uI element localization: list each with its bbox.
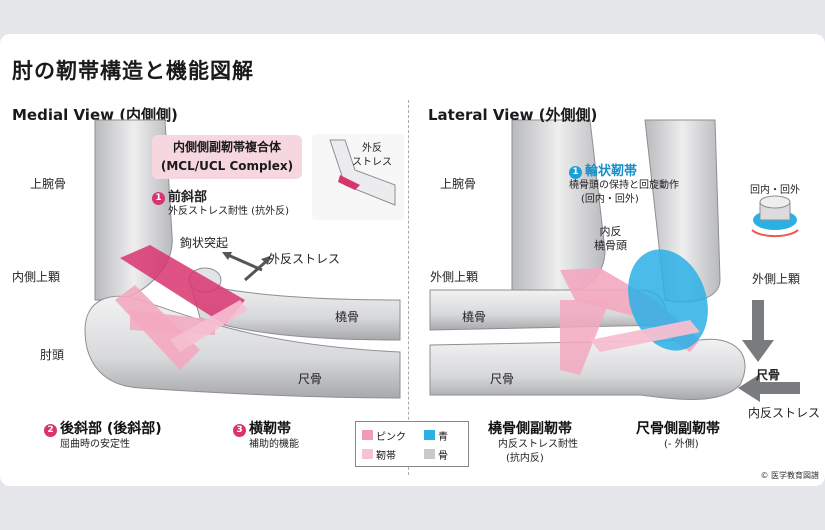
anterior-oblique-ligament bbox=[120, 245, 245, 325]
ucl-name: 尺骨側副靭帯 bbox=[636, 421, 720, 437]
legend-swatch bbox=[362, 430, 373, 440]
legend: ピンク 青 靭帯 骨 bbox=[355, 421, 469, 467]
annular-desc: 橈骨頭の保持と回旋動作 bbox=[569, 180, 679, 191]
copyright: © 医学教育図譜 bbox=[760, 471, 819, 480]
lateral-ulna-label-right: 尺骨 bbox=[756, 368, 781, 382]
lateral-radius-label: 橈骨 bbox=[462, 310, 487, 324]
valgus-stress-arrow bbox=[222, 252, 271, 282]
lateral-humerus-label: 上腕骨 bbox=[440, 177, 477, 191]
annular-name: 輪状靭帯 bbox=[585, 164, 638, 179]
legend-label: 骨 bbox=[438, 451, 448, 462]
number-badge: 2 bbox=[44, 424, 57, 437]
page-title: 肘の靭帯構造と機能図解 bbox=[12, 59, 254, 83]
view-divider bbox=[408, 100, 409, 475]
legend-label: 靭帯 bbox=[376, 451, 396, 462]
lateral-epicondyle-label-left: 外側上顆 bbox=[430, 270, 479, 284]
mcl-complex-callout: 内側側副靭帯複合体 (MCL/UCL Complex) bbox=[152, 135, 302, 179]
callout-title: 内側側副靭帯複合体 bbox=[172, 140, 281, 154]
varus-stress-label: 内反ストレス bbox=[748, 406, 821, 420]
ucl-desc: (- 外側) bbox=[664, 439, 699, 450]
anterior-oblique-name: 前斜部 bbox=[168, 190, 208, 205]
rcl-name: 橈骨側副靭帯 bbox=[488, 421, 572, 437]
rcl-desc: 内反ストレス耐性 bbox=[498, 439, 578, 450]
transverse-ligament bbox=[170, 300, 248, 352]
valgus-stress-label: 外反ストレス bbox=[268, 252, 341, 266]
legend-label: 青 bbox=[438, 432, 448, 443]
anterior-oblique-desc: 外反ストレス耐性 (抗外反) bbox=[168, 206, 289, 217]
ucl-callout: 尺骨側副靭帯 (- 外側) bbox=[636, 418, 720, 452]
posterior-oblique-name: 後斜部 (後斜部) bbox=[60, 421, 162, 437]
lateral-epicondyle-label-right: 外側上顆 bbox=[752, 272, 801, 286]
olecranon-label: 肘頭 bbox=[40, 348, 65, 362]
medial-humerus-label: 上腕骨 bbox=[30, 177, 67, 191]
rotation-icon bbox=[751, 195, 799, 238]
transverse-name: 横靭帯 bbox=[249, 421, 291, 437]
rotation-label: 回内・回外 bbox=[750, 185, 800, 196]
medial-ulna-label: 尺骨 bbox=[298, 372, 323, 386]
number-badge: 3 bbox=[233, 424, 246, 437]
annular-desc-2: (回内・回外) bbox=[581, 194, 639, 205]
varus-stress-arrow bbox=[738, 374, 800, 402]
number-badge: 1 bbox=[569, 166, 582, 179]
lateral-ulna-bone bbox=[429, 338, 746, 400]
legend-swatch bbox=[424, 430, 435, 440]
rcl-desc-2: (抗内反) bbox=[506, 453, 544, 464]
callout-subtitle: (MCL/UCL Complex) bbox=[160, 159, 294, 173]
medial-radius-label: 橈骨 bbox=[335, 310, 360, 324]
legend-swatch bbox=[362, 449, 373, 459]
rcl-callout: 橈骨側副靭帯 内反ストレス耐性 (抗内反) bbox=[488, 418, 578, 466]
legend-swatch bbox=[424, 449, 435, 459]
medial-epicondyle-label: 内側上顆 bbox=[12, 270, 61, 284]
number-badge: 1 bbox=[152, 192, 165, 205]
transverse-desc: 補助的機能 bbox=[249, 439, 299, 450]
radial-head-label: 内反 橈骨頭 bbox=[594, 225, 627, 252]
posterior-oblique-desc: 屈曲時の安定性 bbox=[60, 439, 130, 450]
coronoid-label: 鉤状突起 bbox=[180, 236, 229, 250]
legend-label: ピンク bbox=[376, 432, 406, 443]
inset-arm-illustration bbox=[312, 134, 404, 220]
medial-radius-bone bbox=[189, 281, 401, 341]
lateral-ulna-label-left: 尺骨 bbox=[490, 372, 515, 386]
inset-label: 外反 ストレス bbox=[352, 143, 392, 168]
lateral-view-title: Lateral View (外側側) bbox=[428, 106, 598, 124]
ulnar-collateral-ligament bbox=[590, 320, 700, 352]
downward-force-arrow bbox=[742, 300, 774, 362]
